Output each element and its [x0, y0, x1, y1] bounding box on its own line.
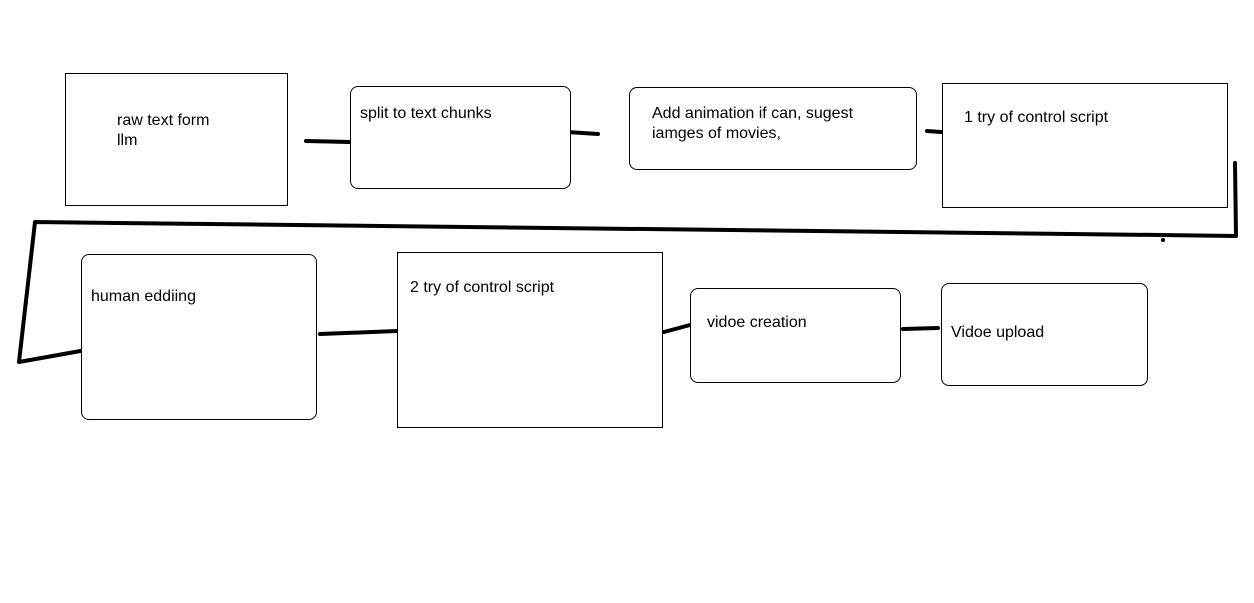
connector-try2-to-video-creation	[662, 323, 692, 334]
node-video-creation	[690, 288, 901, 383]
node-split-chunks-label: split to text chunks	[360, 105, 492, 122]
connector-try1-to-human-editing	[17, 161, 1238, 364]
node-try1-control	[942, 83, 1228, 208]
stray-dot	[1161, 238, 1165, 242]
node-try2-control	[397, 252, 663, 428]
node-add-animation-label: Add animation if can, sugest iamges of m…	[652, 105, 854, 142]
node-try2-control-label: 2 try of control script	[410, 279, 555, 296]
connector-human-to-try2	[318, 329, 399, 336]
node-raw-text	[65, 73, 288, 206]
node-human-editing	[81, 254, 317, 420]
connector-creation-to-upload	[901, 326, 940, 331]
node-raw-text-label: raw text form llm	[117, 112, 210, 149]
node-split-chunks	[350, 86, 571, 189]
node-video-upload	[941, 283, 1148, 386]
node-video-creation-label: vidoe creation	[707, 314, 807, 331]
connector-split-to-animation	[565, 130, 600, 136]
node-try1-control-label: 1 try of control script	[964, 109, 1109, 126]
node-add-animation	[629, 87, 917, 170]
connector-animation-to-try1	[925, 129, 943, 134]
node-human-editing-label: human eddiing	[91, 288, 196, 305]
connector-raw-to-split	[304, 139, 352, 144]
node-video-upload-label: Vidoe upload	[951, 324, 1045, 341]
